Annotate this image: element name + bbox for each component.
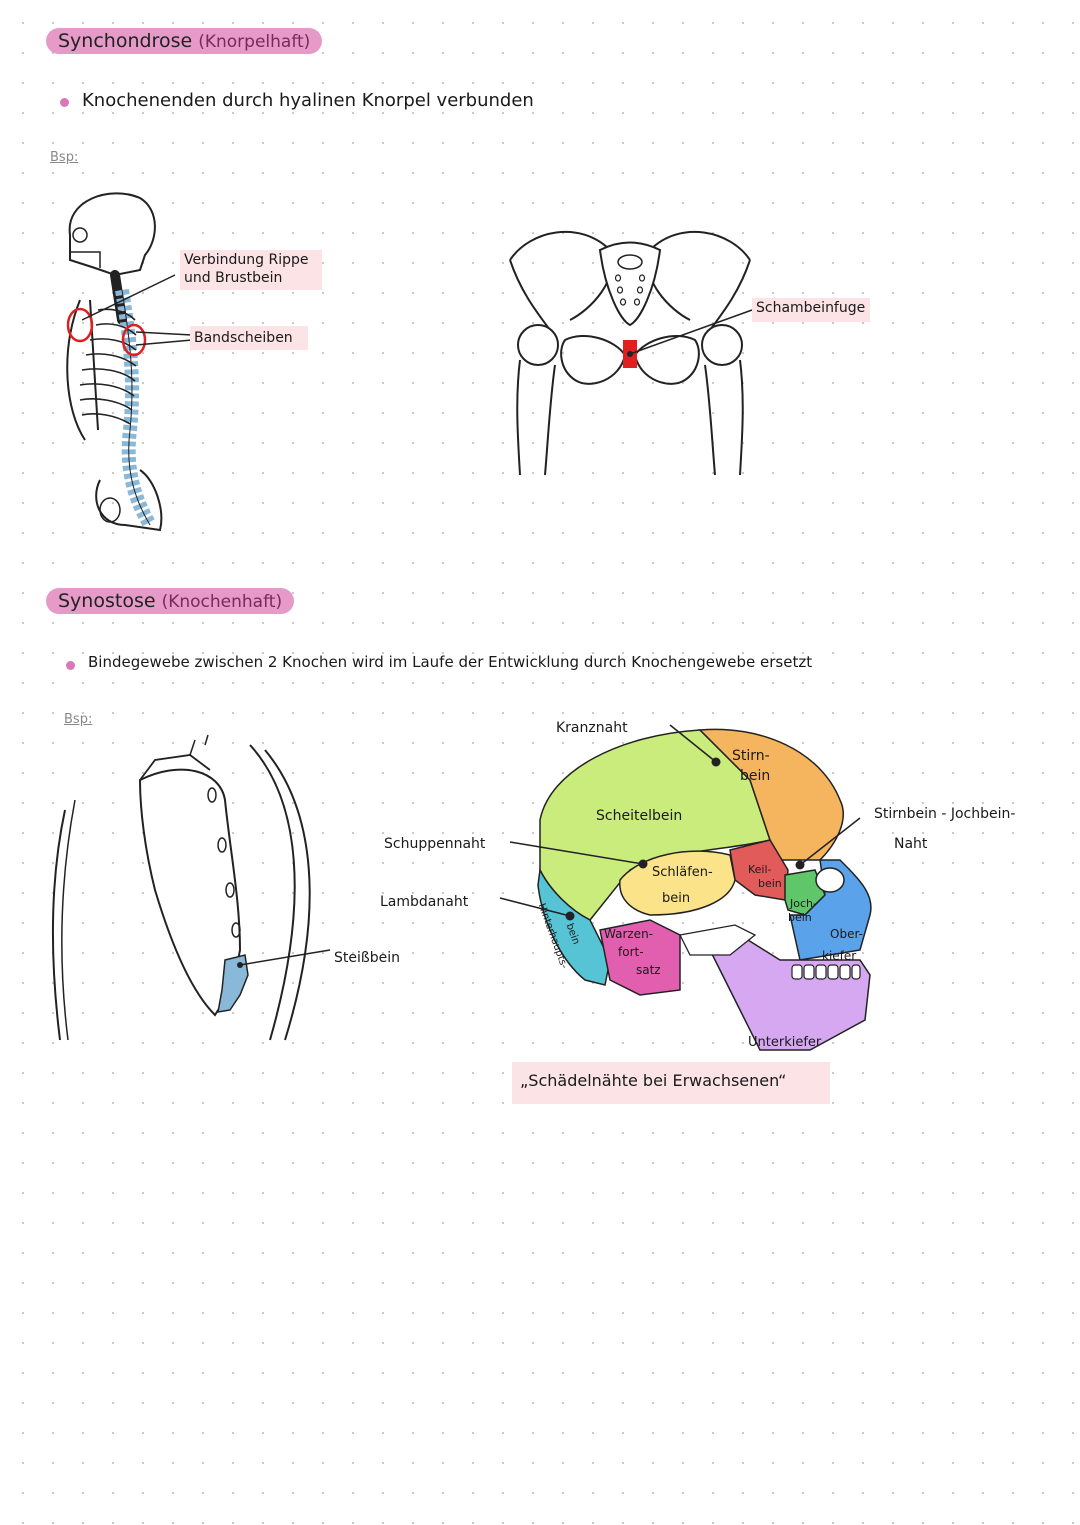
pelvis-illustration — [509, 230, 753, 476]
warzenfortsatz-label-3: satz — [636, 963, 661, 977]
coccyx-illustration — [52, 734, 331, 1041]
schlaefenbein-label-2: bein — [662, 891, 691, 906]
example-label-1: Bsp: — [50, 150, 79, 165]
oberkiefer-label-1: Ober- — [830, 927, 863, 941]
symphysis-label-box — [752, 298, 870, 322]
schlaefenbein-label-1: Schläfen- — [652, 865, 713, 880]
skull-illustration — [499, 724, 872, 1051]
lambdanaht-label: Lambdanaht — [380, 894, 469, 910]
stirnbein-label-1: Stirn- — [732, 748, 770, 764]
skull-caption: „Schädelnähte bei Erwachsenen“ — [520, 1071, 787, 1090]
bullet-dot — [66, 661, 75, 670]
example-label-2: Bsp: — [64, 712, 93, 727]
jochbein-label-2: bein — [788, 911, 812, 924]
jochbein-label-1: Joch- — [790, 897, 817, 910]
bullet-dot — [60, 98, 69, 107]
stirnbein-jochbein-naht-label-1: Stirnbein - Jochbein- — [874, 806, 1016, 822]
discs-label: Bandscheiben — [194, 330, 293, 346]
symphysis-label: Schambeinfuge — [756, 300, 866, 316]
rib-joint-label-line2: und Brustbein — [184, 270, 283, 286]
rib-joint-label-box — [180, 250, 322, 290]
keilbein-label-1: Keil- — [748, 863, 772, 876]
warzenfortsatz-label-1: Warzen- — [604, 927, 654, 941]
unterkiefer-label: Unterkiefer — [748, 1035, 822, 1050]
kranznaht-label: Kranznaht — [556, 720, 628, 736]
discs-label-box — [190, 326, 308, 350]
synostose-heading: Synostose (Knochenhaft) — [46, 588, 295, 614]
skull-caption-box — [512, 1062, 830, 1104]
synchondrose-subtitle: (Knorpelhaft) — [198, 32, 311, 52]
keilbein-label-2: bein — [758, 877, 782, 890]
stirnbein-label-2: bein — [740, 768, 771, 784]
coccyx-label: Steißbein — [334, 950, 400, 966]
synchondrose-bullet-text: Knochenenden durch hyalinen Knorpel verb… — [82, 90, 534, 111]
warzenfortsatz-label-2: fort- — [618, 945, 644, 959]
spine-ribcage-illustration — [66, 192, 193, 532]
synchondrose-title: Synchondrose — [58, 30, 193, 52]
stirnbein-jochbein-naht-label-2: Naht — [894, 836, 928, 852]
synostose-title: Synostose — [58, 590, 156, 612]
schuppennaht-label: Schuppennaht — [384, 836, 486, 852]
oberkiefer-label-2: kiefer — [822, 949, 857, 963]
synchondrose-heading: Synchondrose (Knorpelhaft) — [46, 28, 323, 54]
synostose-subtitle: (Knochenhaft) — [161, 592, 283, 612]
synostose-bullet-text: Bindegewebe zwischen 2 Knochen wird im L… — [88, 653, 813, 671]
rib-joint-label-line1: Verbindung Rippe — [184, 252, 309, 268]
scheitelbein-label: Scheitelbein — [596, 808, 683, 824]
